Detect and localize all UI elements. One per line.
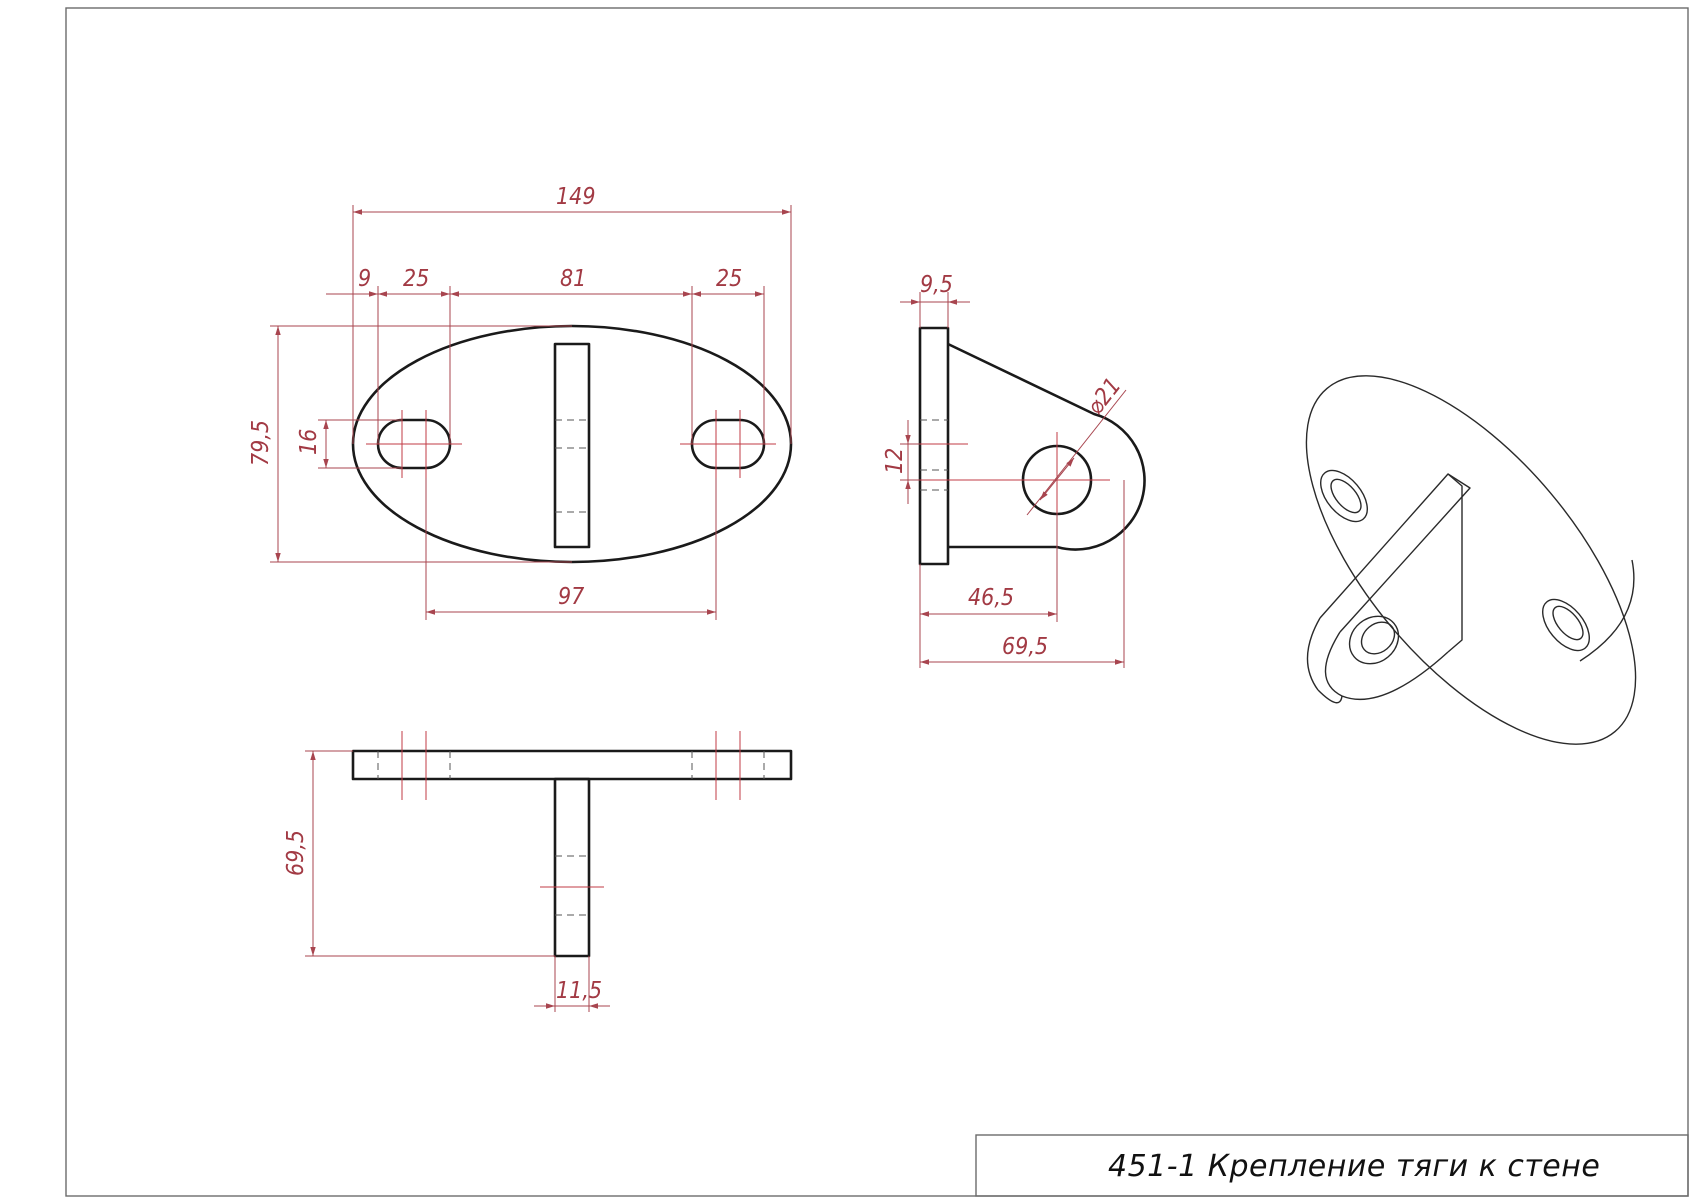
dim-46-5: 46,5	[968, 585, 1014, 611]
top-view: 149 9 25 81 25 79,5 16 97	[248, 184, 793, 620]
dim-79-5: 79,5	[248, 420, 274, 466]
rib-outline	[553, 342, 591, 549]
dim-12: 12	[882, 448, 908, 474]
drawing-frame	[65, 7, 1689, 1197]
dim-16: 16	[296, 429, 322, 455]
dim-69-5-side: 69,5	[1002, 634, 1048, 660]
side-lug-outline	[947, 342, 1146, 551]
dim-25-right: 25	[716, 266, 742, 292]
dim-25-left: 25	[403, 266, 429, 292]
front-rib-outline	[553, 777, 591, 958]
side-plate-outline	[918, 326, 950, 566]
dim-149: 149	[556, 184, 596, 210]
front-plate-outline	[351, 749, 793, 781]
title-block-text: 451-1 Крепление тяги к стене	[1108, 1149, 1600, 1184]
dim-97: 97	[558, 584, 584, 610]
dim-81: 81	[560, 266, 586, 292]
side-view: 9,5 12 ⌀21 46,5 69,5	[882, 272, 1146, 668]
front-view: 69,5 11,5	[283, 731, 793, 1012]
dim-9-5: 9,5	[920, 272, 953, 298]
dim-11-5: 11,5	[556, 978, 602, 1004]
title-block-frame	[975, 1134, 1689, 1197]
dim-9: 9	[358, 266, 371, 292]
isometric-view	[1305, 375, 1637, 745]
dim-69-5-front: 69,5	[283, 830, 309, 876]
